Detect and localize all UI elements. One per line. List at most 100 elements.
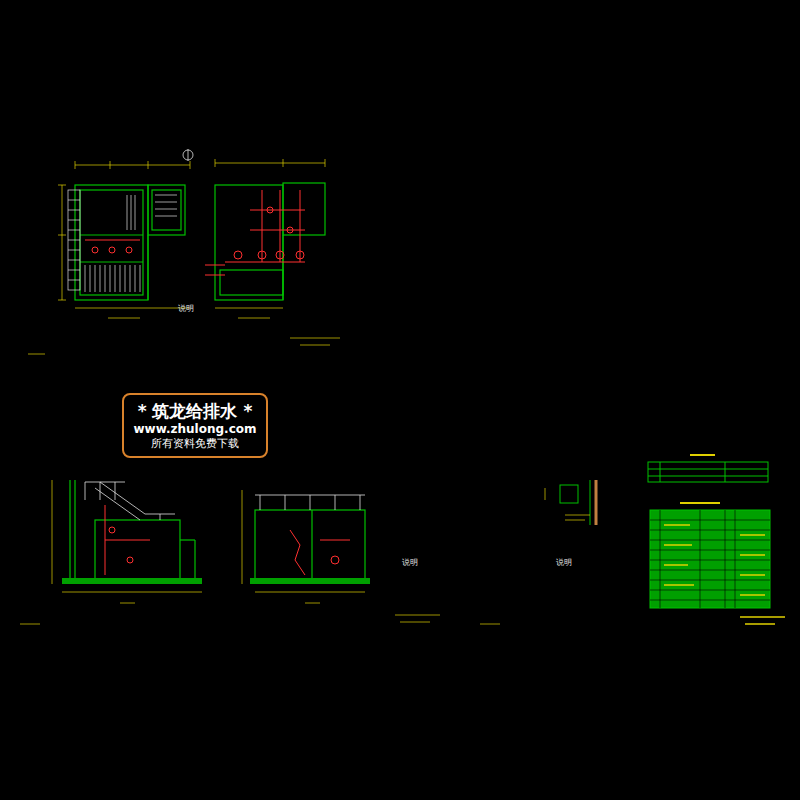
dimension-line bbox=[52, 480, 53, 584]
pipework bbox=[258, 251, 266, 259]
stair bbox=[100, 482, 145, 514]
dimension-line bbox=[75, 308, 190, 309]
table bbox=[648, 462, 768, 482]
railing bbox=[360, 495, 361, 510]
dimension-line bbox=[190, 161, 191, 169]
stair bbox=[85, 482, 86, 500]
table bbox=[650, 580, 770, 581]
dimension-line bbox=[110, 161, 111, 169]
pipework bbox=[234, 251, 242, 259]
section-view bbox=[194, 540, 195, 580]
pipework bbox=[290, 530, 305, 575]
grating bbox=[110, 265, 111, 292]
plan-view bbox=[80, 261, 143, 262]
grating bbox=[120, 265, 121, 292]
pipework bbox=[205, 265, 225, 266]
detail bbox=[565, 515, 590, 516]
grating bbox=[90, 265, 91, 292]
table-text bbox=[740, 554, 765, 556]
dimension-line bbox=[58, 161, 190, 318]
watermark-text: * 筑龙给排水 * bbox=[138, 401, 253, 422]
dimension-line bbox=[58, 300, 66, 301]
section-view bbox=[70, 480, 195, 580]
section-view bbox=[69, 480, 70, 580]
grating bbox=[155, 202, 177, 203]
section-view bbox=[74, 480, 75, 580]
dimension-line bbox=[20, 490, 500, 624]
table bbox=[660, 510, 661, 608]
table bbox=[650, 540, 770, 541]
grating bbox=[125, 265, 126, 292]
railing bbox=[310, 495, 311, 510]
section-view bbox=[255, 510, 365, 580]
pipework bbox=[250, 230, 305, 231]
grating bbox=[115, 265, 116, 292]
pipework bbox=[105, 540, 150, 541]
watermark-text: www.zhulong.com bbox=[133, 422, 256, 437]
table bbox=[650, 600, 770, 601]
table bbox=[648, 462, 768, 482]
pipework bbox=[225, 262, 305, 263]
equipment bbox=[92, 247, 98, 253]
table bbox=[650, 530, 770, 531]
dimension-line bbox=[255, 592, 365, 593]
plan-view bbox=[220, 270, 283, 295]
table-title bbox=[680, 502, 720, 504]
section-view bbox=[311, 510, 312, 580]
dimension-line bbox=[58, 235, 66, 236]
grating bbox=[155, 216, 177, 217]
table bbox=[650, 590, 770, 591]
note-heading: 说明 bbox=[178, 303, 194, 314]
table-text bbox=[664, 564, 688, 566]
table-text bbox=[664, 525, 785, 624]
stair bbox=[68, 260, 80, 261]
north-arrow bbox=[183, 150, 193, 160]
stair bbox=[68, 200, 80, 201]
railing bbox=[335, 495, 336, 510]
stair bbox=[68, 240, 80, 241]
plan-view bbox=[80, 190, 143, 295]
dimension-line bbox=[28, 159, 340, 354]
stair bbox=[115, 482, 116, 500]
dimension-line bbox=[75, 161, 76, 169]
grating bbox=[127, 195, 128, 230]
grating bbox=[105, 265, 106, 292]
table-text bbox=[740, 574, 765, 576]
grating bbox=[131, 195, 132, 230]
foundation bbox=[62, 578, 202, 584]
plan-view bbox=[283, 183, 325, 235]
plan-view bbox=[282, 235, 283, 300]
grating bbox=[155, 195, 177, 196]
railing bbox=[285, 495, 286, 510]
dimension-line bbox=[400, 622, 430, 623]
detail bbox=[565, 520, 585, 521]
stair bbox=[68, 230, 80, 231]
stair bbox=[100, 482, 101, 500]
table bbox=[700, 510, 701, 608]
pipework bbox=[250, 210, 305, 211]
north-arrow bbox=[188, 149, 189, 161]
equipment bbox=[85, 240, 140, 253]
detail bbox=[590, 480, 591, 525]
pipework bbox=[331, 556, 339, 564]
table bbox=[650, 550, 770, 551]
table bbox=[650, 570, 770, 571]
grating bbox=[135, 265, 136, 292]
table bbox=[735, 510, 736, 608]
dimension-line bbox=[325, 159, 326, 167]
plan-view bbox=[215, 183, 325, 300]
dimension-line bbox=[120, 603, 135, 604]
plan-view bbox=[147, 235, 148, 300]
section-view bbox=[95, 520, 180, 580]
dimension-line bbox=[148, 161, 149, 169]
foundation bbox=[250, 578, 370, 584]
table bbox=[650, 510, 770, 608]
table bbox=[660, 462, 661, 482]
note-heading: 说明 bbox=[556, 557, 572, 568]
dimension-line bbox=[242, 490, 243, 584]
section-view bbox=[255, 510, 365, 580]
dimension-line bbox=[62, 185, 63, 300]
table bbox=[650, 510, 770, 608]
